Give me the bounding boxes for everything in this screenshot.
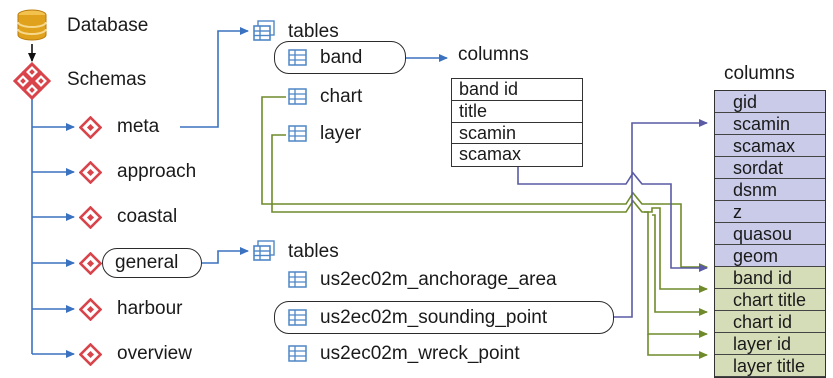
schema-icon [79,161,102,184]
tables-icon [253,240,275,261]
tables-icon [253,20,275,41]
table-icon [288,125,307,142]
schema-icon [79,116,102,139]
connector-lines [28,27,708,359]
column-row: gid [715,91,825,113]
schema-diagram: Database Schemas meta approach coastal g… [12,9,826,378]
database-icon [17,9,47,41]
table-label: chart [320,86,363,107]
schema-label: overview [117,343,192,364]
column-row: scamin [452,123,582,145]
schema-label: meta [117,116,160,137]
table-label: layer [320,123,362,144]
table-label: us2ec02m_wreck_point [320,343,520,364]
table-icon [288,49,307,66]
schema-label: approach [117,161,197,182]
joined-column-row: band id [715,267,825,289]
table-label: us2ec02m_anchorage_area [320,269,557,290]
column-row: z [715,201,825,223]
joined-column-row: chart title [715,289,825,311]
joined-column-row: chart id [715,311,825,333]
joined-column-row: layer title [715,355,825,377]
sounding-point-highlight [274,301,614,334]
column-row: scamax [715,135,825,157]
table-icon [288,88,307,105]
schema-label: harbour [117,298,183,319]
joined-column-row: layer id [715,333,825,355]
column-row: dsnm [715,179,825,201]
column-row: sordat [715,157,825,179]
table-icon [288,309,307,326]
table-label: us2ec02m_sounding_point [320,307,548,328]
column-row: scamax [459,144,522,165]
table-icon [288,345,307,362]
schema-label: coastal [117,206,178,227]
table-icon [288,271,307,288]
band-highlight [274,41,406,74]
general-tables-label: tables [288,241,339,262]
schemas-icon [12,61,52,101]
column-row: title [452,101,582,123]
column-row: scamin [715,113,825,135]
schemas-label: Schemas [67,69,147,90]
schema-icon [79,298,102,321]
column-row: geom [715,245,825,267]
sounding-columns-list: gid scamin scamax sordat dsnm z quasou g… [714,90,826,378]
column-row: band id [452,79,582,101]
band-columns-label: columns [458,44,529,65]
schema-icon [79,252,102,275]
schema-icon [79,343,102,366]
schema-icon [79,206,102,229]
sounding-columns-label: columns [724,63,795,84]
meta-tables-label: tables [288,21,339,42]
band-columns-list: band id title scamin scamax [451,78,583,168]
schema-label: general [115,252,179,273]
column-row: quasou [715,223,825,245]
general-highlight [102,248,202,278]
database-label: Database [67,15,149,36]
table-label: band [320,47,363,68]
